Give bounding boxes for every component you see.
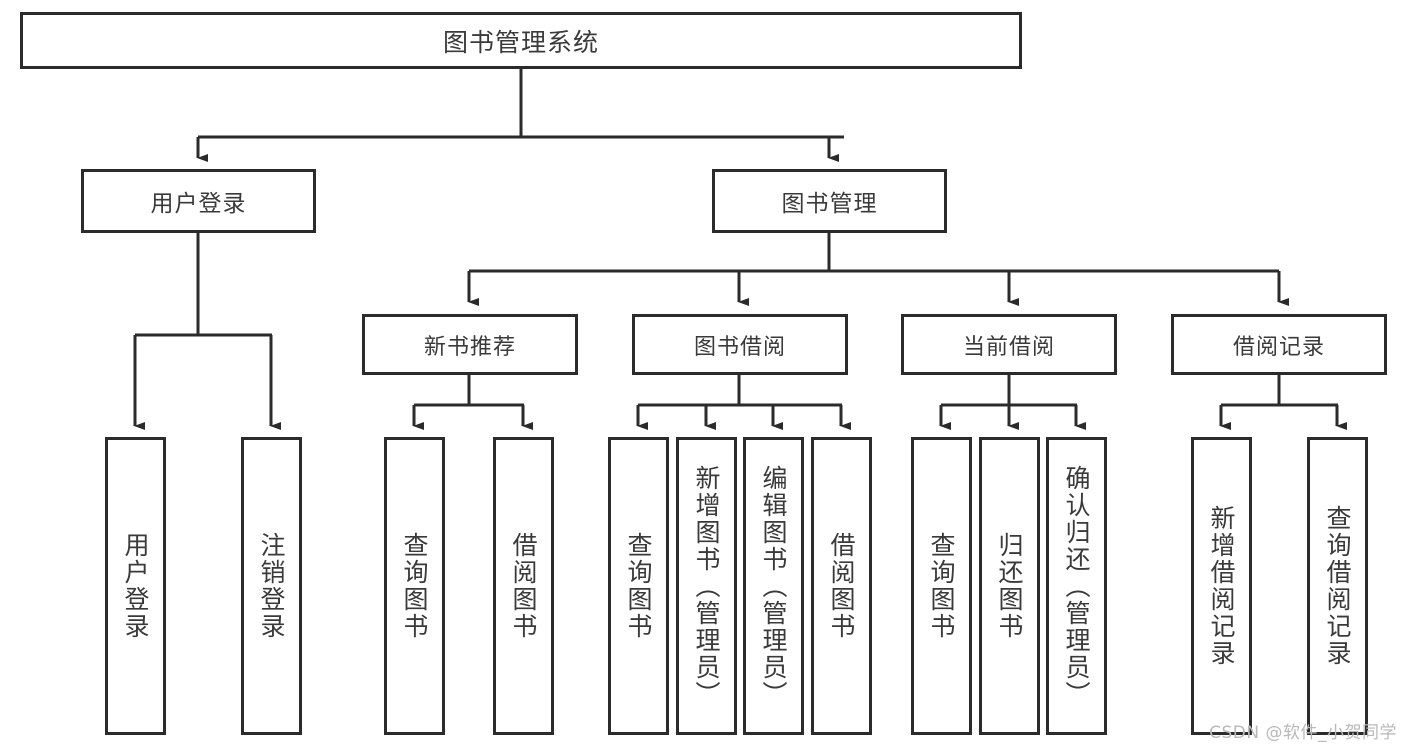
leaf-label: 新增借阅记录 bbox=[1207, 505, 1236, 667]
leaf-user-login-logout[interactable]: 注销登录 bbox=[241, 437, 302, 735]
leaf-borrow-borrow-book[interactable]: 借阅图书 bbox=[811, 437, 872, 735]
leaf-label: 用户登录 bbox=[121, 532, 150, 640]
leaf-label: 查询图书 bbox=[927, 532, 956, 640]
leaf-label: 借阅图书 bbox=[827, 532, 856, 640]
node-root[interactable]: 图书管理系统 bbox=[20, 12, 1022, 69]
leaf-new-book-borrow-book[interactable]: 借阅图书 bbox=[493, 437, 554, 735]
node-new-book-recommend-label: 新书推荐 bbox=[423, 334, 516, 360]
leaf-current-confirm-return-admin[interactable]: 确认归还（管理员） bbox=[1046, 437, 1107, 735]
node-book-borrow-label: 图书借阅 bbox=[693, 334, 786, 360]
node-root-label: 图书管理系统 bbox=[442, 27, 599, 57]
node-current-borrow[interactable]: 当前借阅 bbox=[901, 314, 1117, 375]
leaf-borrow-edit-book-admin[interactable]: 编辑图书（管理员） bbox=[743, 437, 804, 735]
leaf-label: 注销登录 bbox=[257, 532, 286, 640]
node-borrow-records-label: 借阅记录 bbox=[1232, 334, 1325, 360]
leaf-label: 查询图书 bbox=[624, 532, 653, 640]
leaf-label: 借阅图书 bbox=[509, 532, 538, 640]
leaf-label: 查询图书 bbox=[400, 532, 429, 640]
node-current-borrow-label: 当前借阅 bbox=[962, 334, 1055, 360]
leaf-label: 编辑图书（管理员） bbox=[759, 464, 788, 708]
leaf-current-return-book[interactable]: 归还图书 bbox=[979, 437, 1040, 735]
node-book-management[interactable]: 图书管理 bbox=[712, 169, 947, 233]
leaf-current-query-book[interactable]: 查询图书 bbox=[911, 437, 972, 735]
leaf-borrow-add-book-admin[interactable]: 新增图书（管理员） bbox=[676, 437, 737, 735]
node-user-login[interactable]: 用户登录 bbox=[81, 169, 316, 233]
node-user-login-label: 用户登录 bbox=[150, 191, 247, 217]
leaf-label: 确认归还（管理员） bbox=[1062, 464, 1091, 708]
node-borrow-records[interactable]: 借阅记录 bbox=[1171, 314, 1387, 375]
leaf-records-add-record[interactable]: 新增借阅记录 bbox=[1191, 437, 1252, 735]
leaf-new-book-query-book[interactable]: 查询图书 bbox=[384, 437, 445, 735]
leaf-label: 新增图书（管理员） bbox=[692, 464, 721, 708]
node-new-book-recommend[interactable]: 新书推荐 bbox=[362, 314, 578, 375]
node-book-management-label: 图书管理 bbox=[781, 191, 878, 217]
leaf-user-login-login[interactable]: 用户登录 bbox=[105, 437, 166, 735]
node-book-borrow[interactable]: 图书借阅 bbox=[632, 314, 848, 375]
leaf-records-query-record[interactable]: 查询借阅记录 bbox=[1307, 437, 1368, 735]
leaf-label: 归还图书 bbox=[995, 532, 1024, 640]
leaf-borrow-query-book[interactable]: 查询图书 bbox=[608, 437, 669, 735]
leaf-label: 查询借阅记录 bbox=[1323, 505, 1352, 667]
